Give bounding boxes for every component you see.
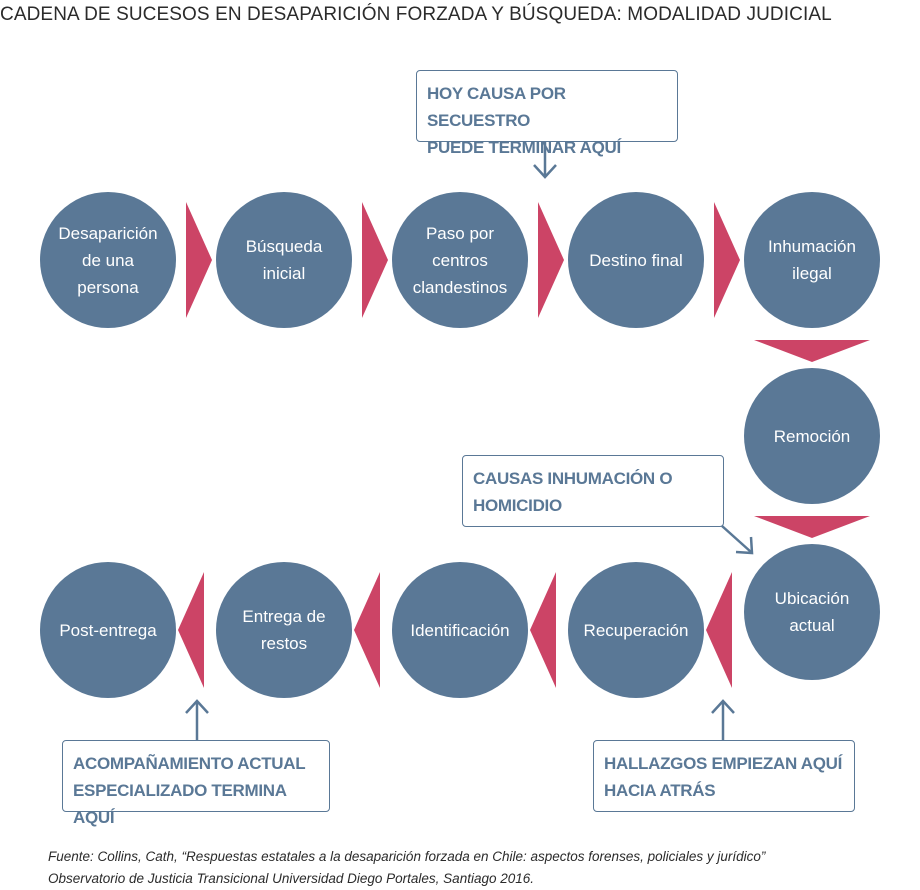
- flow-arrow-10: [178, 572, 204, 688]
- note-inhumacion-homicidio: CAUSAS INHUMACIÓN O HOMICIDIO: [462, 455, 724, 527]
- node-identificacion: Identificación: [392, 562, 528, 698]
- node-destino-final: Destino final: [568, 192, 704, 328]
- note-pointer-up-arrow-icon: [711, 699, 735, 740]
- note-pointer-down-arrow-icon: [533, 142, 557, 179]
- source-citation: Fuente: Collins, Cath, “Respuestas estat…: [48, 849, 766, 886]
- flow-arrow-4: [714, 202, 740, 318]
- flow-arrow-2: [362, 202, 388, 318]
- node-recuperacion: Recuperación: [568, 562, 704, 698]
- node-post-entrega: Post-entrega: [40, 562, 176, 698]
- flow-arrow-3: [538, 202, 564, 318]
- flow-arrow-6: [754, 516, 870, 538]
- flow-arrow-7: [706, 572, 732, 688]
- flow-arrow-5: [754, 340, 870, 362]
- note-acompanamiento: ACOMPAÑAMIENTO ACTUAL ESPECIALIZADO TERM…: [62, 740, 330, 827]
- flow-arrow-8: [530, 572, 556, 688]
- note-hallazgos: HALLAZGOS EMPIEZAN AQUÍ HACIA ATRÁS: [593, 740, 855, 812]
- node-remocion: Remoción: [744, 368, 880, 504]
- note-pointer-diagonal-arrow-icon: [721, 525, 754, 555]
- diagram-title: CADENA DE SUCESOS EN DESAPARICIÓN FORZAD…: [0, 4, 832, 25]
- flow-arrow-9: [354, 572, 380, 688]
- note-pointer-up-arrow-icon: [185, 699, 209, 740]
- note-secuestro: HOY CAUSA POR SECUESTRO PUEDE TERMINAR A…: [416, 70, 678, 157]
- flow-arrow-1: [186, 202, 212, 318]
